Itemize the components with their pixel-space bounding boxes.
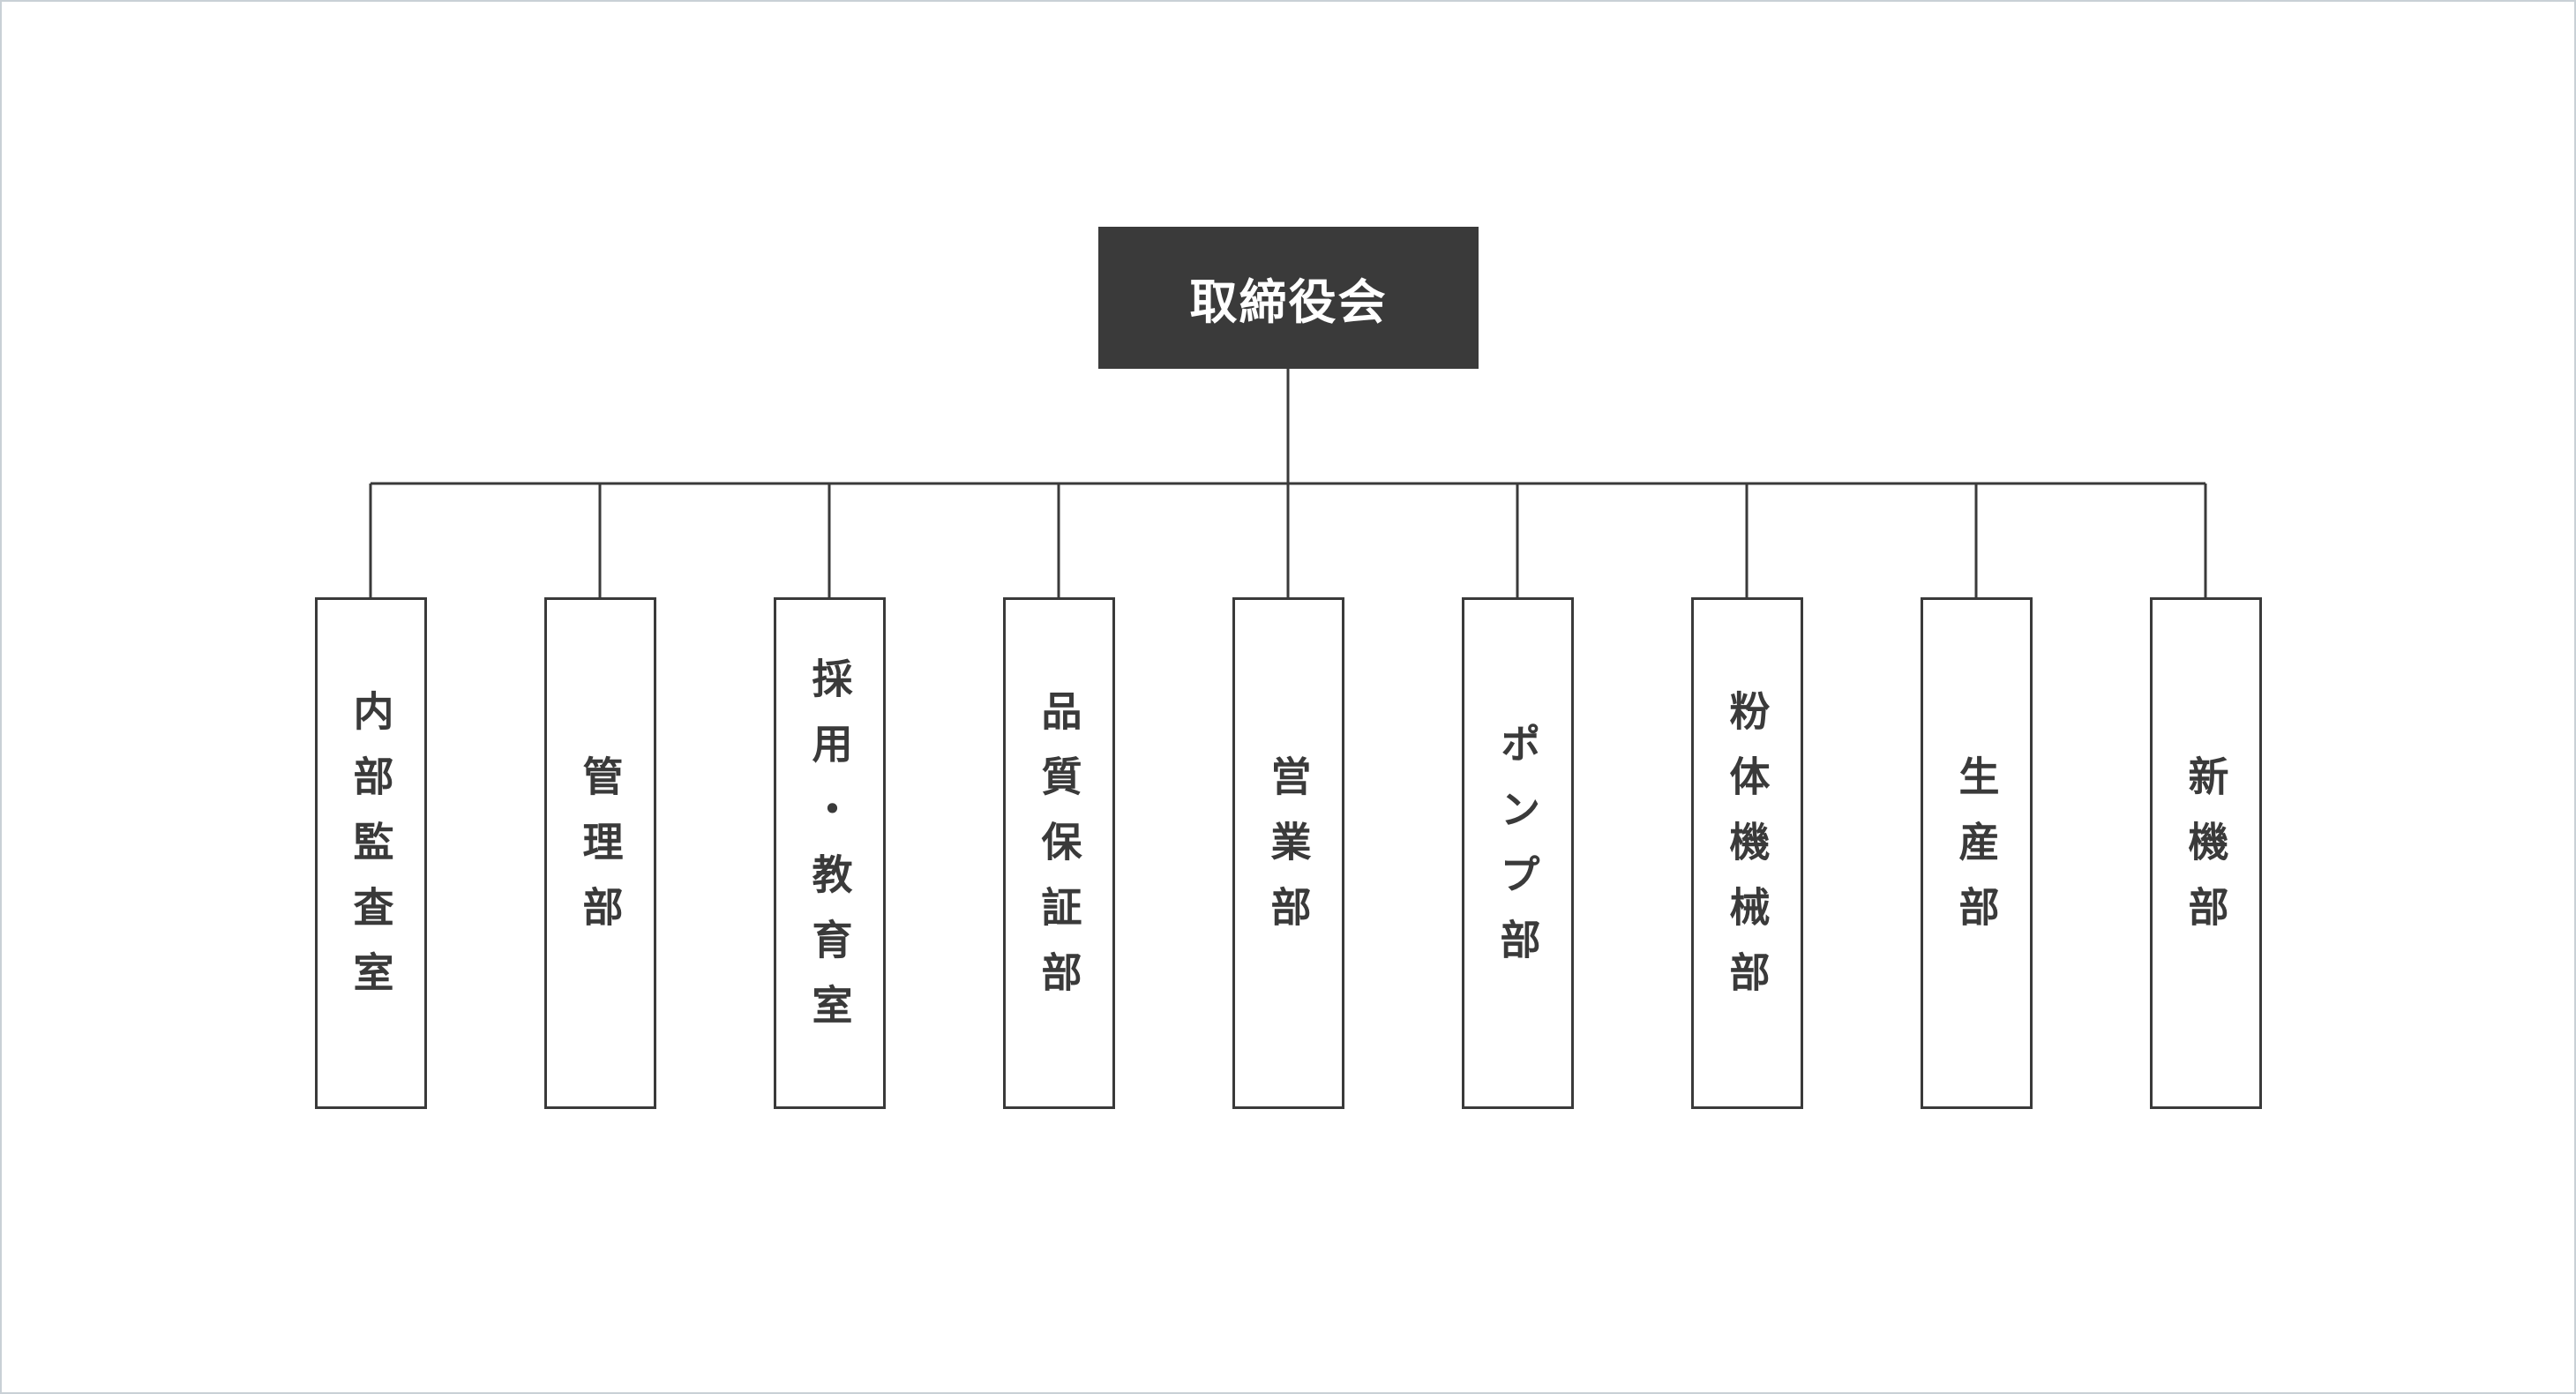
dept-node-production: 生産部 xyxy=(1921,597,2033,1109)
dept-label: ポンプ部 xyxy=(1494,723,1542,984)
dept-node-sales: 営業部 xyxy=(1232,597,1344,1109)
dept-node-recruiting-training: 採用・教育室 xyxy=(774,597,886,1109)
dept-node-pump: ポンプ部 xyxy=(1462,597,1574,1109)
dept-label: 品質保証部 xyxy=(1035,690,1083,1016)
board-of-directors-label: 取締役会 xyxy=(1189,274,1388,330)
dept-label: 営業部 xyxy=(1264,755,1313,951)
dept-node-quality-assurance: 品質保証部 xyxy=(1003,597,1115,1109)
dept-label: 管理部 xyxy=(576,755,625,951)
dept-label: 内部監査室 xyxy=(347,690,395,1016)
dept-node-administration: 管理部 xyxy=(544,597,656,1109)
dept-label: 生産部 xyxy=(1952,755,2001,951)
dept-label: 粉体機械部 xyxy=(1723,690,1771,1016)
dept-label: 新機部 xyxy=(2182,755,2230,951)
dept-node-powder-machinery: 粉体機械部 xyxy=(1691,597,1803,1109)
dept-node-internal-audit: 内部監査室 xyxy=(315,597,427,1109)
dept-label: 採用・教育室 xyxy=(805,657,854,1049)
board-of-directors-node: 取締役会 xyxy=(1098,227,1479,369)
dept-node-new-machinery: 新機部 xyxy=(2150,597,2262,1109)
